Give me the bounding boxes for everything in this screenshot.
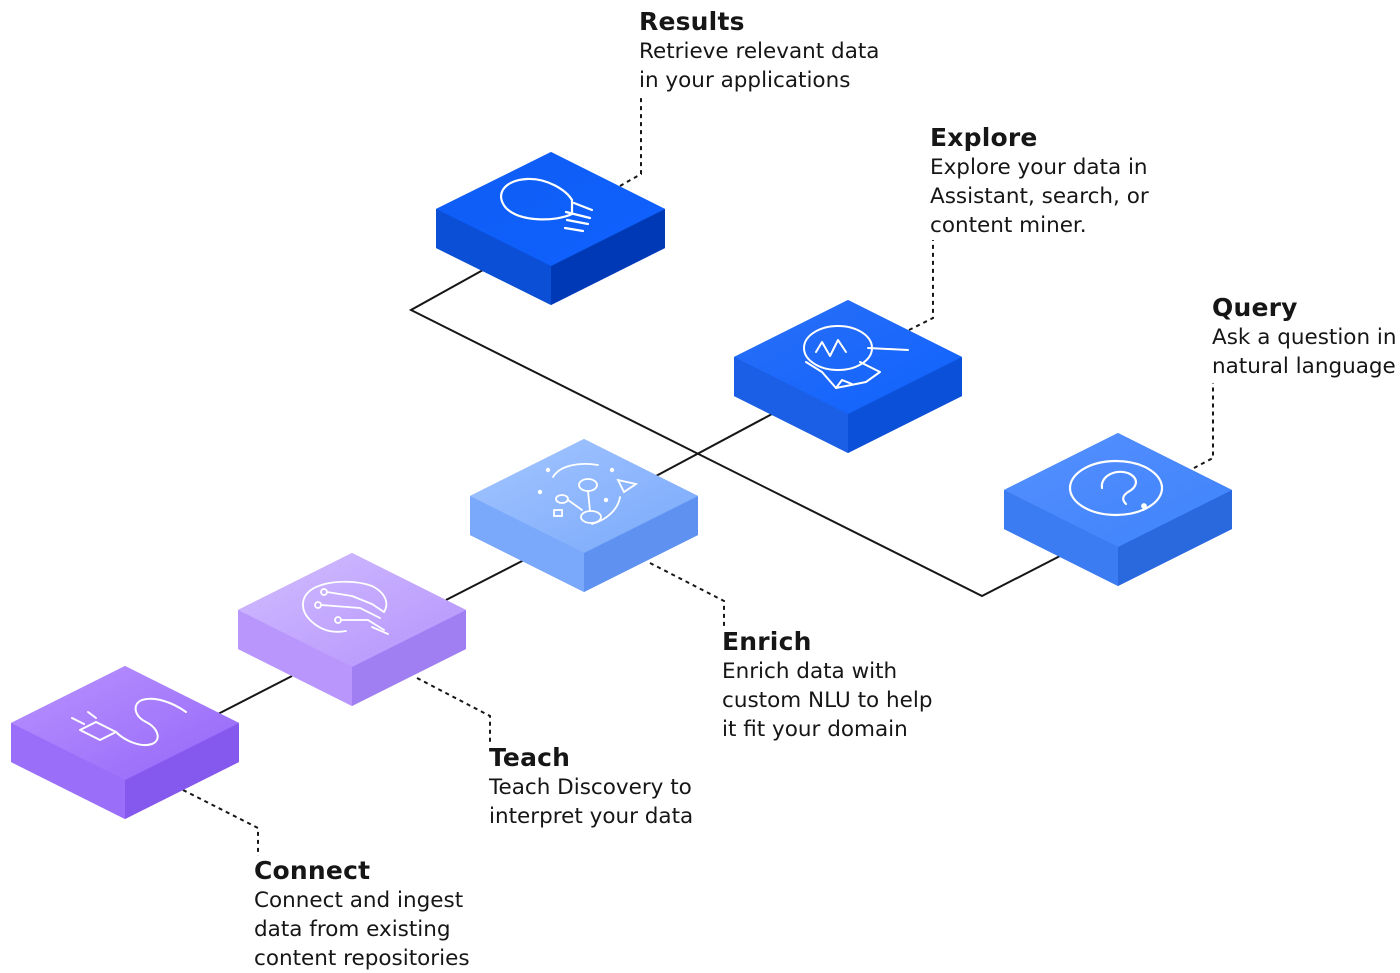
connect-label: Connect Connect and ingest data from exi… — [254, 856, 470, 973]
explore-label: Explore Explore your data in Assistant, … — [930, 123, 1149, 240]
leader-lines — [182, 98, 1214, 856]
enrich-description: Enrich data with custom NLU to help it f… — [722, 659, 933, 742]
leader-line-enrich — [649, 562, 725, 627]
query-tile — [1004, 433, 1232, 586]
results-title: Results — [639, 7, 745, 36]
teach-label: Teach Teach Discovery to interpret your … — [489, 743, 693, 831]
enrich-tile — [470, 439, 698, 592]
explore-description: Explore your data in Assistant, search, … — [930, 155, 1149, 238]
connector-line-results-query — [408, 269, 1061, 598]
teach-tile — [238, 553, 466, 706]
results-tile — [436, 152, 665, 305]
brain-circuit-icon — [302, 580, 389, 635]
leader-line-teach — [416, 677, 491, 742]
connect-description: Connect and ingest data from existing co… — [254, 888, 470, 971]
enrich-label: Enrich Enrich data with custom NLU to he… — [722, 627, 932, 744]
molecule-cycle-icon — [537, 463, 639, 525]
query-label: Query Ask a question in natural language — [1212, 293, 1397, 381]
results-description: Retrieve relevant data in your applicati… — [639, 39, 880, 93]
leader-line-connect — [182, 789, 259, 856]
question-icon — [1068, 459, 1164, 517]
connect-title: Connect — [254, 856, 371, 885]
results-label: Results Retrieve relevant data in your a… — [639, 7, 879, 95]
leader-line-query — [1193, 383, 1214, 469]
explore-title: Explore — [930, 123, 1038, 152]
leader-line-explore — [908, 240, 934, 331]
connector-line-teach-enrich — [445, 559, 525, 601]
teach-title: Teach — [489, 743, 571, 772]
connector-line-connect-teach — [217, 675, 293, 715]
query-description: Ask a question in natural language — [1212, 325, 1397, 379]
teach-description: Teach Discovery to interpret your data — [489, 775, 694, 829]
query-title: Query — [1212, 293, 1298, 322]
lightbulb-icon — [500, 177, 594, 233]
plug-icon — [71, 697, 187, 746]
explore-tile — [734, 300, 962, 453]
enrich-title: Enrich — [722, 627, 812, 656]
flow-connector-lines — [217, 269, 1061, 715]
connector-line-enrich-explore — [655, 413, 773, 477]
leader-line-results — [619, 98, 642, 187]
connect-tile — [11, 666, 239, 819]
magnifier-chart-icon — [803, 325, 909, 389]
